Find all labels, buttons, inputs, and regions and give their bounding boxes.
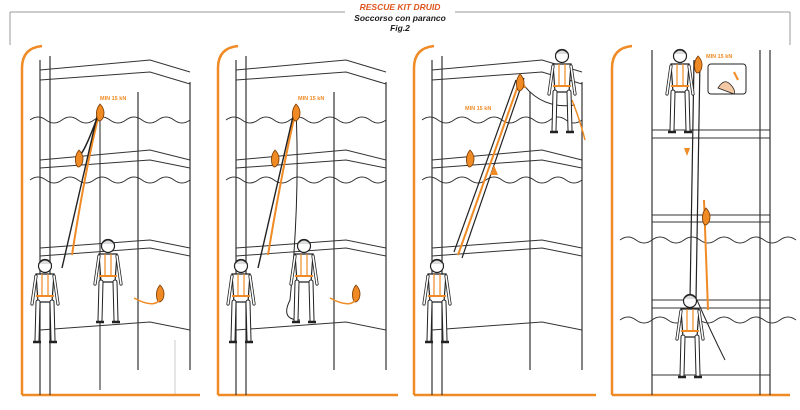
panel-3 bbox=[412, 44, 596, 397]
panel-2 bbox=[216, 44, 398, 397]
min-label-2: MIN 15 kN bbox=[298, 96, 324, 102]
min-label-4: MIN 15 kN bbox=[706, 54, 732, 60]
diagram-subtitle: Soccorso con paranco bbox=[354, 13, 446, 23]
panel-4 bbox=[610, 44, 797, 397]
min-label-3: MIN 15 kN bbox=[465, 106, 491, 112]
min-label-1: MIN 15 kN bbox=[100, 96, 126, 102]
diagram-title: RESCUE KIT DRUID bbox=[359, 2, 441, 12]
panel-1 bbox=[20, 44, 200, 397]
figure-label: Fig.2 bbox=[390, 23, 410, 33]
